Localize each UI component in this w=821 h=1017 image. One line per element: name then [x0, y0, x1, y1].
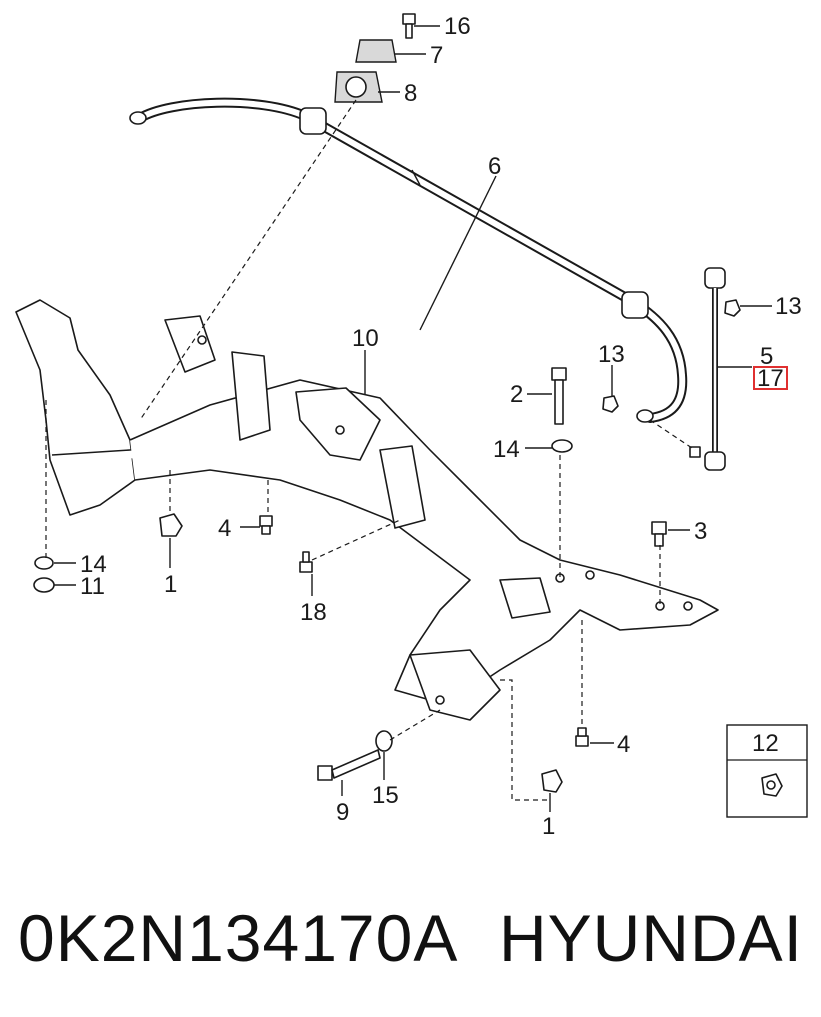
assembly-guide-lines	[45, 99, 696, 801]
exploded-parts-diagram: 16 7 8 6 13 5 17 13 10 2 14 4 3 14 11 1 …	[15, 13, 808, 840]
caption-bar: 0K2N134170A HYUNDAI	[0, 893, 821, 983]
callout-18: 18	[300, 599, 327, 626]
callout-13-lower: 13	[598, 341, 625, 368]
callout-13-upper: 13	[775, 293, 802, 320]
callout-16: 16	[444, 13, 471, 40]
callout-1-lower: 1	[542, 813, 555, 840]
callout-15: 15	[372, 782, 399, 809]
callout-14-right: 14	[493, 436, 520, 463]
stabilizer-link	[689, 267, 741, 471]
callout-11: 11	[80, 573, 105, 600]
subframe-crossmember	[15, 299, 719, 721]
callout-17: 17	[757, 365, 784, 392]
bushing-bracket	[334, 13, 416, 103]
callout-14-left: 14	[80, 551, 107, 578]
callout-6: 6	[488, 153, 501, 180]
callout-2: 2	[510, 381, 523, 408]
callout-labels: 16 7 8 6 13 5 17 13 10 2 14 4 3 14 11 1 …	[80, 13, 802, 840]
part-number: 0K2N134170A	[18, 901, 459, 975]
fasteners	[33, 367, 667, 793]
leader-lines	[54, 25, 772, 812]
callout-5: 5	[760, 343, 773, 370]
callout-4-upper: 4	[218, 515, 231, 542]
callout-1-upper: 1	[164, 571, 177, 598]
callout-10: 10	[352, 325, 379, 352]
callout-12: 12	[752, 730, 779, 757]
stabilizer-bar	[129, 97, 688, 423]
callout-7: 7	[430, 42, 443, 69]
callout-9: 9	[336, 799, 349, 826]
part-12-inset	[726, 724, 808, 818]
callout-4-lower: 4	[617, 731, 630, 758]
callout-8: 8	[404, 80, 417, 107]
highlight-box-17	[753, 366, 788, 390]
callout-3: 3	[694, 518, 707, 545]
brand-name: HYUNDAI	[498, 901, 803, 975]
